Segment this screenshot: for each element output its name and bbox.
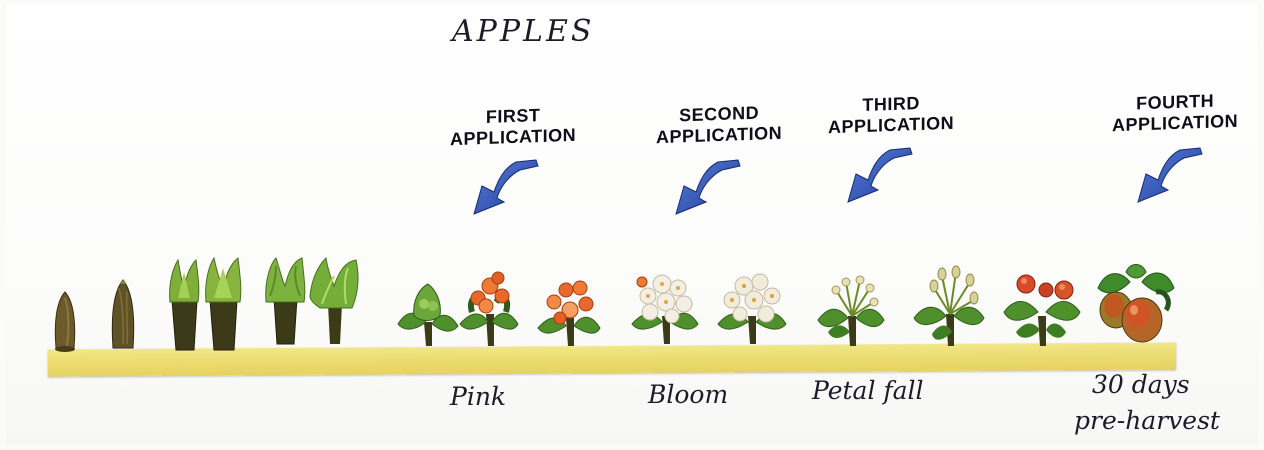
down-curved-arrow-icon	[666, 156, 746, 218]
stage-label-harvest-line2: pre-harvest	[1074, 404, 1220, 438]
blossom-cluster-icon	[716, 266, 788, 346]
down-curved-arrow-icon	[1128, 144, 1208, 206]
blossom-cluster-icon	[912, 264, 986, 348]
apple-bud-icon	[50, 290, 80, 354]
application-label-2: SECOND APPLICATION	[656, 102, 782, 148]
stage-label-petal-fall: Petal fall	[812, 374, 924, 408]
apple-bud-icon	[306, 256, 362, 348]
apple-fruit-icon	[1002, 266, 1082, 348]
blossom-cluster-icon	[458, 266, 520, 348]
blossom-cluster-icon	[396, 282, 460, 348]
down-curved-arrow-icon	[464, 156, 544, 218]
stage-label-bloom: Bloom	[648, 378, 728, 412]
apple-fruit-icon	[1096, 262, 1176, 348]
blossom-cluster-icon	[630, 266, 700, 346]
application-1-word: APPLICATION	[450, 125, 576, 150]
blossom-cluster-icon	[816, 270, 886, 348]
application-2-word: APPLICATION	[656, 123, 782, 148]
apple-bud-icon	[262, 256, 308, 348]
apple-bud-icon	[202, 256, 244, 354]
down-curved-arrow-icon	[838, 144, 918, 206]
diagram-title: APPLES	[452, 14, 594, 49]
application-label-1: FIRST APPLICATION	[450, 104, 576, 150]
blossom-cluster-icon	[536, 272, 602, 348]
stage-label-pink: Pink	[450, 380, 506, 414]
application-4-word: APPLICATION	[1112, 111, 1238, 136]
application-3-word: APPLICATION	[828, 113, 954, 138]
apple-bud-icon	[164, 258, 204, 354]
application-label-3: THIRD APPLICATION	[828, 92, 954, 138]
paper-background	[6, 4, 1258, 444]
stage-label-harvest-line1: 30 days	[1092, 368, 1190, 402]
apple-bud-icon	[108, 278, 138, 354]
application-label-4: FOURTH APPLICATION	[1112, 90, 1238, 136]
